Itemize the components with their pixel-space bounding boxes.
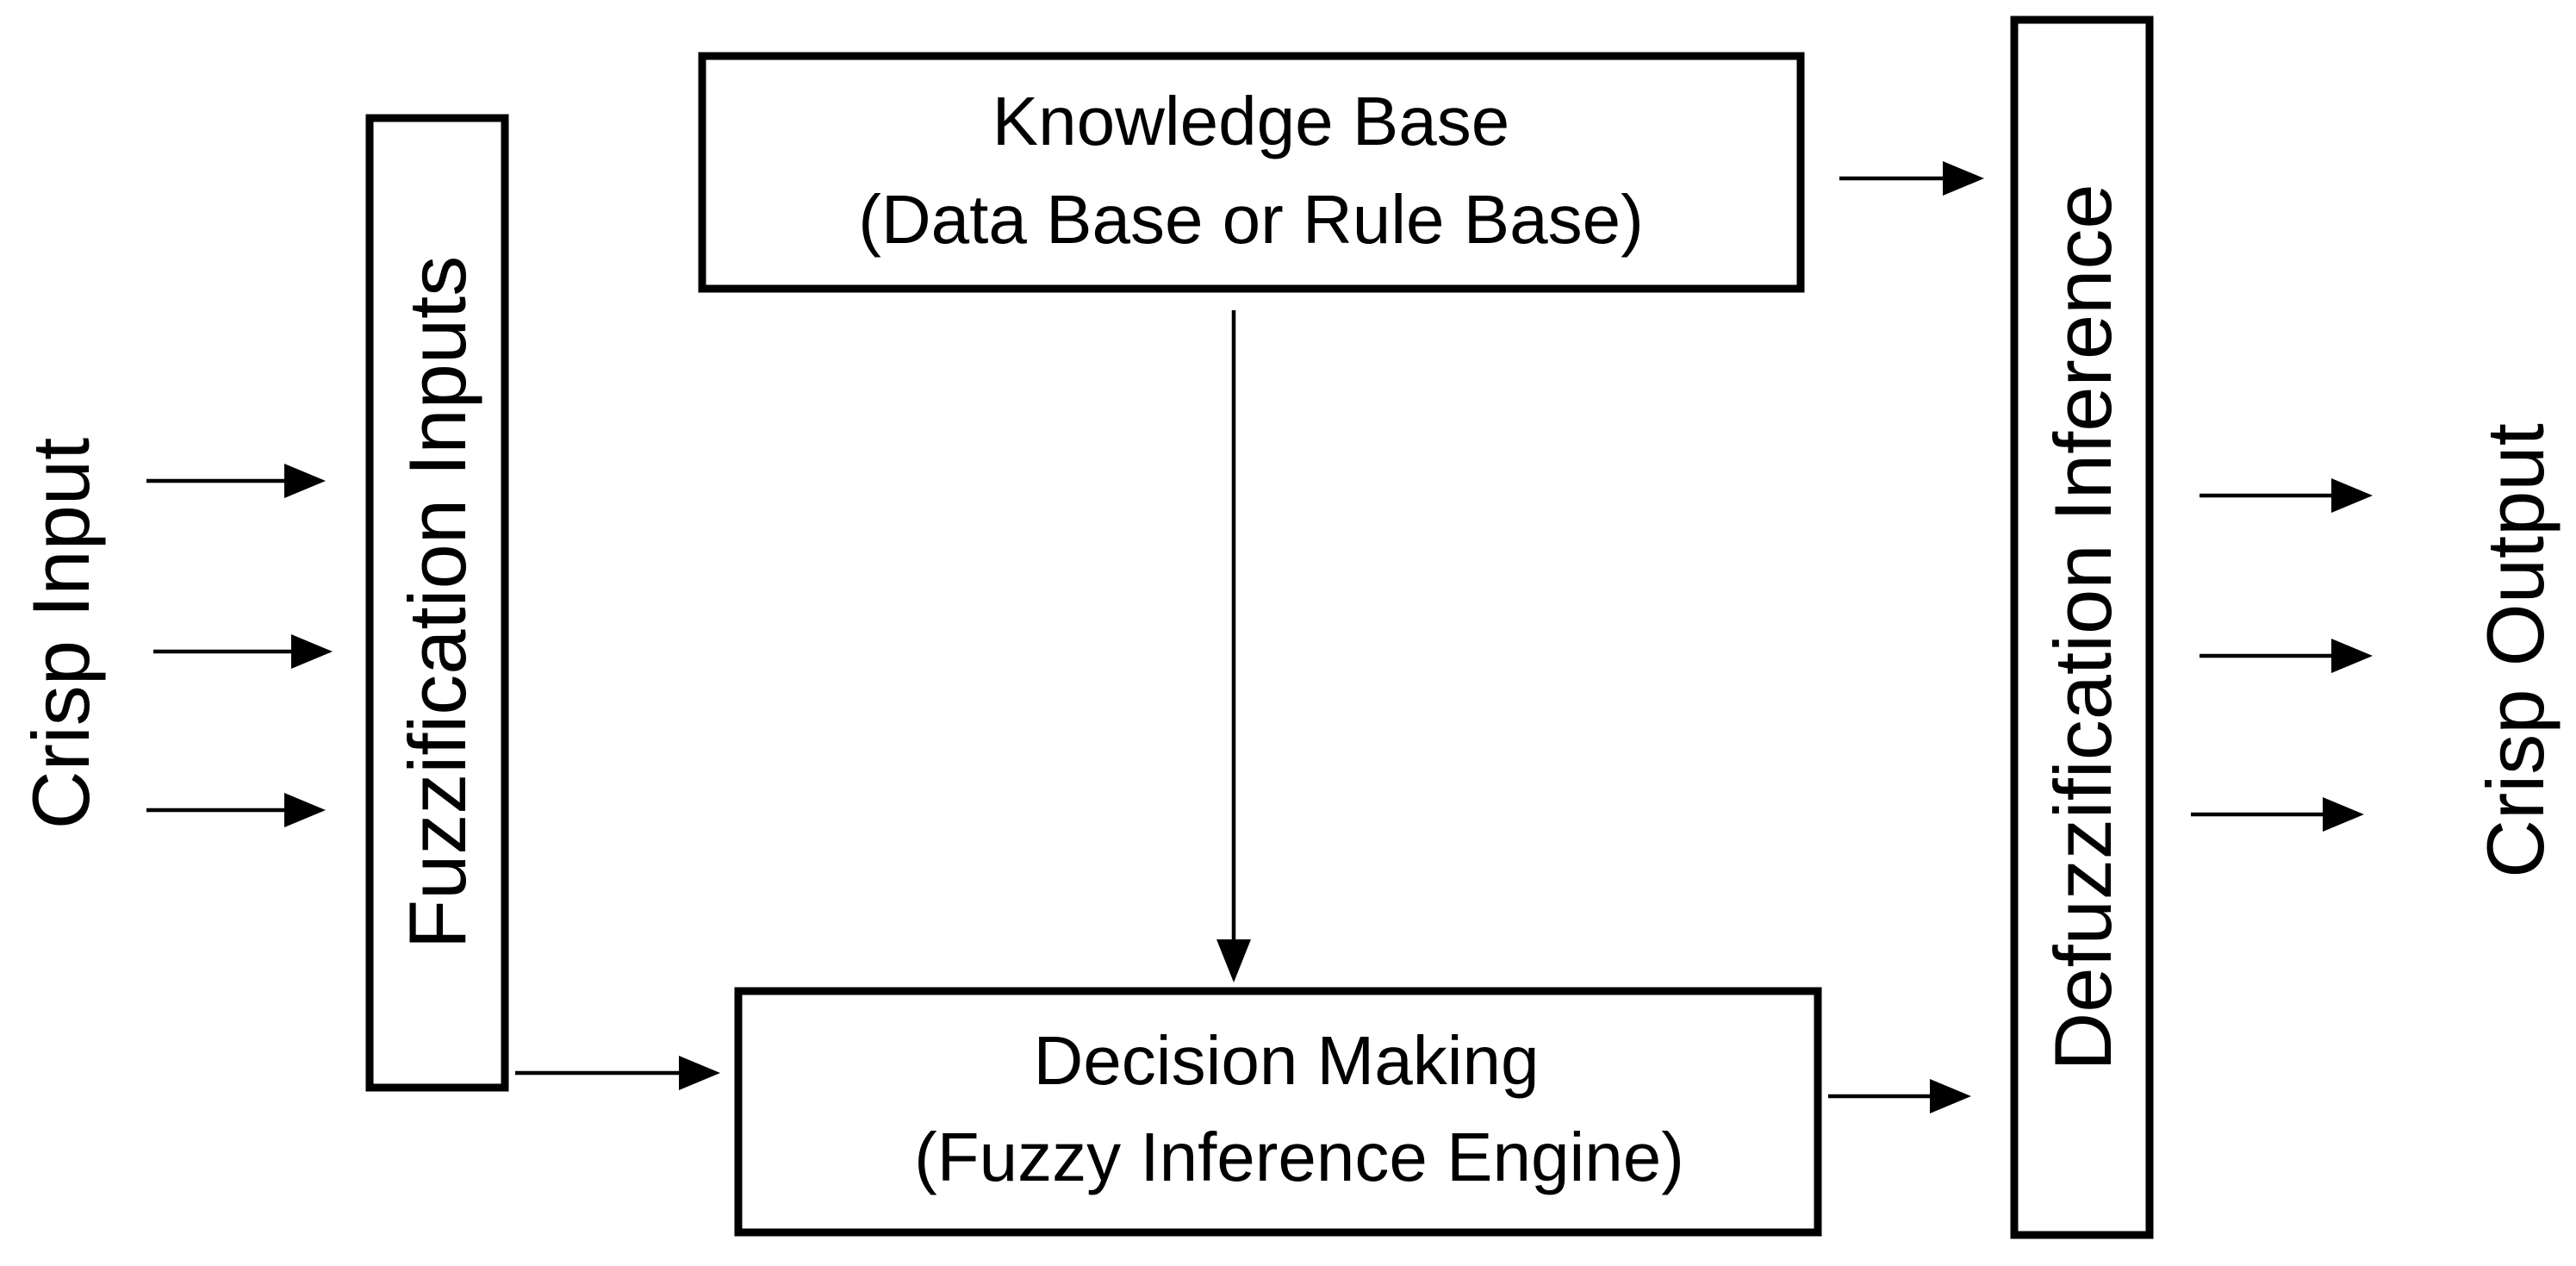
- kb-to-defuzz-arrow: [1839, 161, 1984, 196]
- crisp-input-label: Crisp Input: [16, 438, 106, 830]
- knowledge-base-box: Knowledge Base (Data Base or Rule Base): [698, 52, 1805, 293]
- fuzz-to-decision-arrow: [515, 1056, 720, 1090]
- decision-making-subtitle: (Fuzzy Inference Engine): [914, 1119, 1684, 1195]
- knowledge-base-subtitle: (Data Base or Rule Base): [858, 181, 1644, 258]
- input-arrow-1: [146, 464, 326, 498]
- decision-making-box: Decision Making (Fuzzy Inference Engine): [734, 987, 1822, 1237]
- decision-to-defuzz-arrow: [1828, 1079, 1971, 1113]
- input-arrow-2: [153, 634, 333, 669]
- defuzzification-label: Defuzzification Inference: [2038, 184, 2128, 1070]
- fuzzification-label: Fuzzification Inputs: [392, 256, 482, 950]
- knowledge-base-title: Knowledge Base: [992, 83, 1509, 159]
- crisp-output-label: Crisp Output: [2470, 423, 2560, 878]
- fuzzification-box: Fuzzification Inputs: [365, 114, 509, 1092]
- output-arrow-3: [2191, 797, 2364, 832]
- kb-to-decision-arrow: [1216, 310, 1251, 982]
- decision-making-title: Decision Making: [1034, 1022, 1540, 1099]
- output-arrow-2: [2200, 639, 2373, 673]
- defuzzification-box: Defuzzification Inference: [2010, 16, 2154, 1239]
- output-arrow-1: [2200, 478, 2373, 513]
- input-arrow-3: [146, 793, 326, 827]
